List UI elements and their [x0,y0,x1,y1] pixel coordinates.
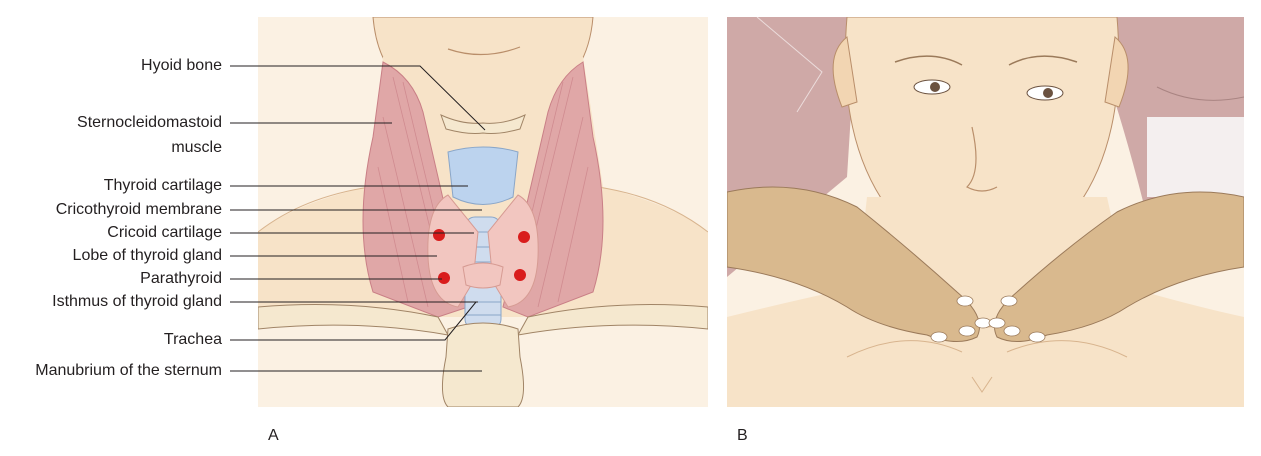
panel-a-label: A [268,427,279,444]
label-manubrium: Manubrium of the sternum [35,362,222,379]
leader-trachea [230,301,477,341]
label-cricothyroid-membrane: Cricothyroid membrane [55,201,222,218]
panel-b-illustration [727,17,1244,407]
manubrium [442,322,524,407]
examiner-hand-left [727,186,980,342]
ear-right [1104,36,1129,108]
label-cricoid-cartilage: Cricoid cartilage [107,224,222,241]
panel-a-illustration [258,17,708,407]
hyoid-bone [440,114,526,134]
parathyroid-right-lower [514,269,526,281]
ear-left [832,36,858,108]
label-hyoid-bone: Hyoid bone [141,57,222,74]
thyroid-isthmus [462,262,504,289]
label-isthmus: Isthmus of thyroid gland [52,293,222,310]
label-sternocleidomastoid-muscle: muscle [171,139,222,156]
label-trachea: Trachea [163,331,222,348]
label-lobe-of-thyroid: Lobe of thyroid gland [72,247,222,264]
label-thyroid-cartilage: Thyroid cartilage [103,177,222,194]
label-sternocleidomastoid: Sternocleidomastoid [77,114,222,131]
parathyroid-left-lower [438,272,450,284]
panel-b-label: B [737,427,748,444]
examiner-hand-right [994,191,1244,342]
parathyroid-right-upper [518,231,530,243]
leader-hyoid [230,65,486,131]
label-parathyroid: Parathyroid [140,270,222,287]
thyroid-cartilage [447,146,519,205]
parathyroid-left-upper [433,229,445,241]
